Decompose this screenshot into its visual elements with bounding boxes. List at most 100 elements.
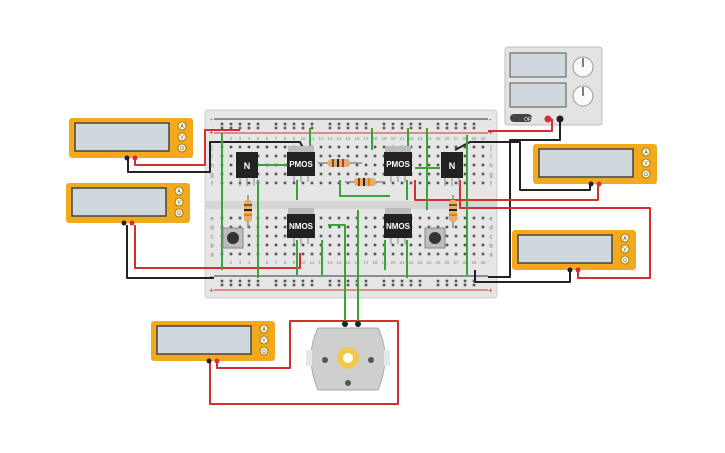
breadboard-hole[interactable] — [445, 181, 449, 185]
meter-probe-com[interactable] — [121, 220, 127, 226]
breadboard-hole[interactable] — [436, 181, 440, 185]
breadboard-hole[interactable] — [265, 181, 269, 185]
breadboard-hole[interactable] — [382, 145, 386, 149]
breadboard-hole[interactable] — [481, 154, 485, 158]
breadboard-hole[interactable] — [274, 225, 278, 229]
breadboard-hole[interactable] — [247, 181, 251, 185]
breadboard-hole[interactable] — [472, 234, 476, 238]
meter-probe-com[interactable] — [588, 181, 594, 187]
rail-hole[interactable] — [409, 126, 413, 130]
dc-motor[interactable] — [306, 321, 390, 391]
breadboard-hole[interactable] — [427, 172, 431, 176]
breadboard-hole[interactable] — [283, 225, 287, 229]
multimeter[interactable]: AVΩ — [512, 230, 636, 273]
breadboard-hole[interactable] — [265, 172, 269, 176]
breadboard-hole[interactable] — [409, 181, 413, 185]
breadboard-hole[interactable] — [418, 234, 422, 238]
breadboard-hole[interactable] — [481, 181, 485, 185]
wire-black[interactable] — [126, 225, 214, 279]
rail-hole[interactable] — [220, 122, 224, 126]
breadboard-hole[interactable] — [301, 181, 305, 185]
wire-red[interactable] — [134, 129, 240, 166]
rail-hole[interactable] — [391, 279, 395, 283]
rail-hole[interactable] — [247, 279, 251, 283]
meter-mode-button[interactable] — [174, 208, 184, 218]
rail-hole[interactable] — [292, 126, 296, 130]
rail-hole[interactable] — [463, 279, 467, 283]
rail-hole[interactable] — [337, 283, 341, 287]
breadboard-hole[interactable] — [337, 154, 341, 158]
breadboard-hole[interactable] — [229, 252, 233, 256]
breadboard-hole[interactable] — [346, 154, 350, 158]
rail-hole[interactable] — [310, 279, 314, 283]
rail-hole[interactable] — [355, 122, 359, 126]
breadboard-hole[interactable] — [229, 172, 233, 176]
breadboard-hole[interactable] — [328, 252, 332, 256]
rail-hole[interactable] — [283, 122, 287, 126]
rail-hole[interactable] — [229, 279, 233, 283]
breadboard-hole[interactable] — [463, 243, 467, 247]
rail-hole[interactable] — [229, 126, 233, 130]
resistor[interactable] — [244, 195, 252, 228]
breadboard-hole[interactable] — [292, 181, 296, 185]
rail-hole[interactable] — [247, 283, 251, 287]
rail-hole[interactable] — [382, 279, 386, 283]
breadboard-hole[interactable] — [418, 145, 422, 149]
breadboard-hole[interactable] — [373, 145, 377, 149]
breadboard-hole[interactable] — [427, 252, 431, 256]
rail-hole[interactable] — [328, 279, 332, 283]
meter-mode-button[interactable] — [177, 143, 187, 153]
breadboard-hole[interactable] — [265, 145, 269, 149]
breadboard-hole[interactable] — [481, 234, 485, 238]
motor-terminal[interactable] — [342, 321, 348, 327]
breadboard-hole[interactable] — [445, 243, 449, 247]
meter-probe-positive[interactable] — [575, 267, 581, 273]
meter-probe-positive[interactable] — [596, 181, 602, 187]
breadboard-hole[interactable] — [355, 172, 359, 176]
rail-hole[interactable] — [436, 283, 440, 287]
meter-probe-com[interactable] — [567, 267, 573, 273]
breadboard-hole[interactable] — [346, 181, 350, 185]
breadboard-hole[interactable] — [373, 225, 377, 229]
meter-mode-button[interactable] — [641, 169, 651, 179]
rail-hole[interactable] — [256, 126, 260, 130]
rail-hole[interactable] — [292, 283, 296, 287]
breadboard-hole[interactable] — [436, 172, 440, 176]
breadboard-hole[interactable] — [364, 216, 368, 220]
breadboard-hole[interactable] — [274, 252, 278, 256]
breadboard-hole[interactable] — [364, 145, 368, 149]
breadboard-hole[interactable] — [364, 172, 368, 176]
breadboard-hole[interactable] — [472, 252, 476, 256]
breadboard-hole[interactable] — [391, 243, 395, 247]
nmos-right[interactable]: NMOS — [384, 208, 412, 244]
breadboard-hole[interactable] — [229, 181, 233, 185]
rail-hole[interactable] — [409, 122, 413, 126]
breadboard-hole[interactable] — [301, 243, 305, 247]
breadboard-hole[interactable] — [283, 145, 287, 149]
breadboard-hole[interactable] — [328, 172, 332, 176]
rail-hole[interactable] — [445, 279, 449, 283]
breadboard-hole[interactable] — [337, 145, 341, 149]
breadboard-hole[interactable] — [481, 252, 485, 256]
meter-mode-button[interactable] — [259, 335, 269, 345]
npn-transistor-left[interactable]: N — [236, 152, 258, 186]
rail-hole[interactable] — [346, 279, 350, 283]
breadboard-hole[interactable] — [463, 163, 467, 167]
breadboard-hole[interactable] — [283, 252, 287, 256]
breadboard-hole[interactable] — [472, 225, 476, 229]
breadboard-hole[interactable] — [445, 234, 449, 238]
breadboard-hole[interactable] — [427, 225, 431, 229]
breadboard-hole[interactable] — [274, 234, 278, 238]
breadboard-hole[interactable] — [238, 145, 242, 149]
breadboard-hole[interactable] — [265, 225, 269, 229]
breadboard-hole[interactable] — [247, 243, 251, 247]
breadboard-hole[interactable] — [310, 181, 314, 185]
breadboard-hole[interactable] — [364, 252, 368, 256]
breadboard-hole[interactable] — [445, 145, 449, 149]
breadboard-hole[interactable] — [247, 234, 251, 238]
meter-probe-positive[interactable] — [132, 155, 138, 161]
breadboard-hole[interactable] — [364, 163, 368, 167]
breadboard-hole[interactable] — [337, 243, 341, 247]
breadboard-hole[interactable] — [463, 225, 467, 229]
breadboard-hole[interactable] — [256, 145, 260, 149]
